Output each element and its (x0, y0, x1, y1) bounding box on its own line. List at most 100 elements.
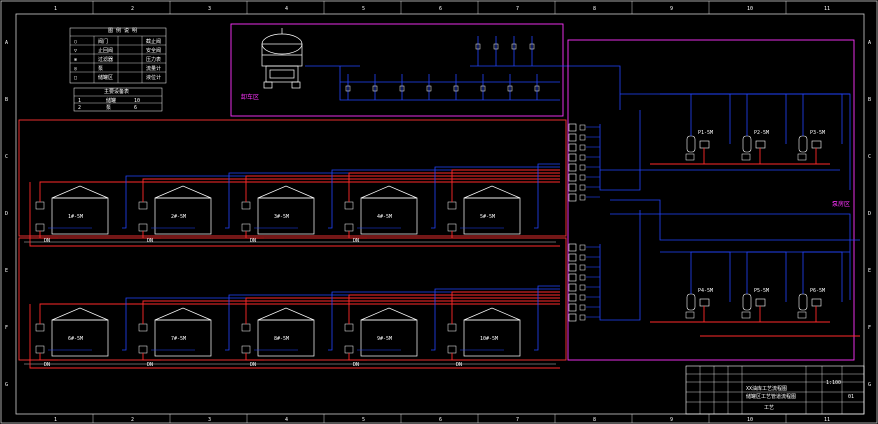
instrument-icon (138, 323, 148, 332)
column-number: 4 (285, 417, 288, 423)
filter-icon (686, 135, 696, 153)
filter-icon (742, 135, 752, 153)
spec-cell: 1 (78, 98, 81, 104)
storage-tank (463, 197, 521, 235)
line-size-label: DN (353, 362, 359, 368)
spec-title: 主要设备表 (104, 88, 129, 95)
tank-farm-upper-frame (18, 119, 567, 237)
column-number: 1 (54, 417, 57, 423)
row-letter: D (868, 211, 871, 217)
column-number: 9 (670, 417, 673, 423)
column-number: 5 (362, 417, 365, 423)
instrument-icon (241, 323, 251, 332)
row-letter: F (868, 325, 871, 331)
line-size-label: DN (353, 238, 359, 244)
row-letter: B (868, 97, 871, 103)
valve-icon (475, 43, 481, 50)
column-number: 7 (516, 6, 519, 12)
check-valve-icon (579, 284, 586, 291)
check-valve-icon (579, 274, 586, 281)
instrument-icon (241, 223, 251, 232)
legend-cell: 阀门 (98, 38, 108, 45)
pump-icon (699, 140, 710, 149)
storage-tank (154, 197, 212, 235)
check-valve-icon (579, 134, 586, 141)
instrument-icon (35, 223, 45, 232)
legend-cell: 压力表 (146, 56, 161, 63)
valve-icon (493, 43, 499, 50)
column-number: 11 (824, 6, 830, 12)
valve-icon (426, 85, 432, 92)
tank-label: 3#-5M (274, 214, 289, 220)
title-sheet: 工艺 (764, 405, 774, 411)
valve-icon (534, 85, 540, 92)
filter-icon (686, 293, 696, 311)
spec-cell: 6 (134, 105, 137, 111)
valve-icon (568, 173, 577, 182)
pump-area-frame (567, 39, 855, 361)
row-letter: C (5, 154, 8, 160)
pump-label: P4-5M (698, 288, 713, 294)
instrument-icon (138, 223, 148, 232)
storage-tank (154, 319, 212, 357)
row-letter: C (868, 154, 871, 160)
drawing-inner-border (15, 13, 865, 415)
check-valve-icon (579, 174, 586, 181)
column-number: 2 (131, 6, 134, 12)
pump-label: P2-5M (754, 130, 769, 136)
column-number: 10 (747, 417, 753, 423)
row-letter: E (5, 268, 8, 274)
tank-roof (257, 307, 315, 321)
column-number: 11 (824, 417, 830, 423)
valve-icon (568, 303, 577, 312)
check-valve-icon (579, 314, 586, 321)
spec-cell: 储罐 (106, 97, 116, 104)
line-size-label: DN (250, 362, 256, 368)
valve-icon (511, 43, 517, 50)
tank-roof (51, 307, 109, 321)
row-letter: E (868, 268, 871, 274)
storage-tank (51, 319, 109, 357)
instrument-icon (35, 345, 45, 354)
filter-icon (742, 293, 752, 311)
storage-tank (257, 197, 315, 235)
instrument-icon (138, 345, 148, 354)
valve-icon (568, 313, 577, 322)
spec-cell: 2 (78, 105, 81, 111)
valve-icon (741, 311, 751, 319)
legend-cell: ○ (74, 39, 77, 45)
instrument-icon (344, 223, 354, 232)
legend-cell: 流量计 (146, 65, 161, 72)
valve-icon (568, 153, 577, 162)
row-letter: A (5, 40, 8, 46)
check-valve-icon (579, 304, 586, 311)
valve-icon (480, 85, 486, 92)
valve-icon (529, 43, 535, 50)
valve-icon (568, 293, 577, 302)
valve-icon (797, 311, 807, 319)
valve-icon (507, 85, 513, 92)
legend-cell: □ (74, 75, 77, 81)
valve-icon (685, 153, 695, 161)
valve-icon (345, 85, 351, 92)
tank-roof (154, 307, 212, 321)
valve-icon (568, 143, 577, 152)
unloading-area: 卸车区 (230, 23, 621, 117)
check-valve-icon (579, 194, 586, 201)
line-size-label: DN (250, 238, 256, 244)
valve-icon (568, 123, 577, 132)
spec-cell: 泵 (106, 105, 111, 111)
valve-icon (568, 283, 577, 292)
tank-label: 8#-5M (274, 336, 289, 342)
row-letter: B (5, 97, 8, 103)
legend-cell: 止回阀 (98, 47, 113, 54)
legend-table: 图 例 说 明 ○阀门截止阀▽止回阀安全阀⊗过滤器压力表◎泵流量计□储罐区液位计 (69, 27, 167, 84)
instrument-icon (447, 323, 457, 332)
tank-label: 10#-5M (480, 336, 498, 342)
column-number: 3 (208, 6, 211, 12)
